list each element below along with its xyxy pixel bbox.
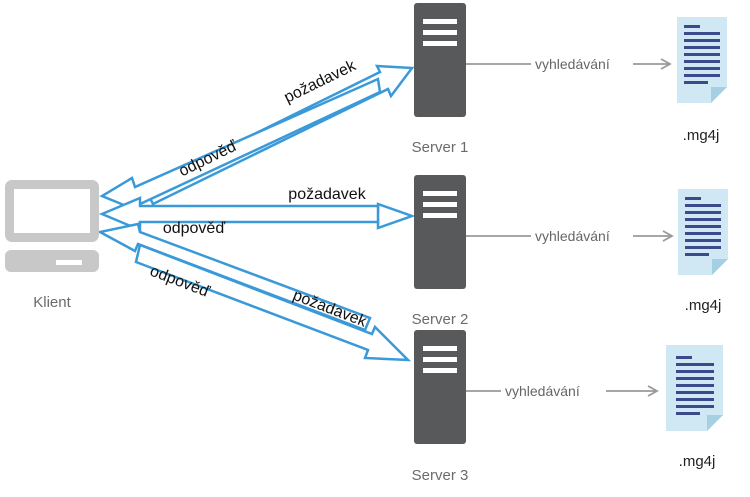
response-arrow-server-3 — [96, 222, 372, 332]
search-label-server-2: vyhledávání — [535, 228, 610, 244]
document-icon — [677, 17, 727, 103]
file-label-server-1: .mg4j — [683, 127, 720, 144]
file-label-server-2: .mg4j — [685, 297, 722, 314]
search-label-server-3: vyhledávání — [505, 383, 580, 399]
client-label: Klient — [33, 294, 71, 311]
server-tower-icon — [414, 175, 466, 289]
response-label-server-2: odpověď — [163, 220, 225, 237]
file-label-server-3: .mg4j — [679, 453, 716, 470]
search-label-server-1: vyhledávání — [535, 56, 610, 72]
server-1-label: Server 1 — [412, 139, 469, 156]
server-tower-icon — [414, 3, 466, 117]
server-tower-icon — [414, 330, 466, 444]
server-2-label: Server 2 — [412, 311, 469, 328]
server-3-label: Server 3 — [412, 467, 469, 484]
request-label-server-2: požadavek — [288, 186, 366, 203]
document-icon — [678, 189, 728, 275]
request-arrow-server-3 — [134, 243, 412, 362]
document-icon — [666, 345, 723, 431]
computer-monitor-icon — [5, 180, 99, 272]
response-arrow-server-2 — [98, 196, 380, 232]
